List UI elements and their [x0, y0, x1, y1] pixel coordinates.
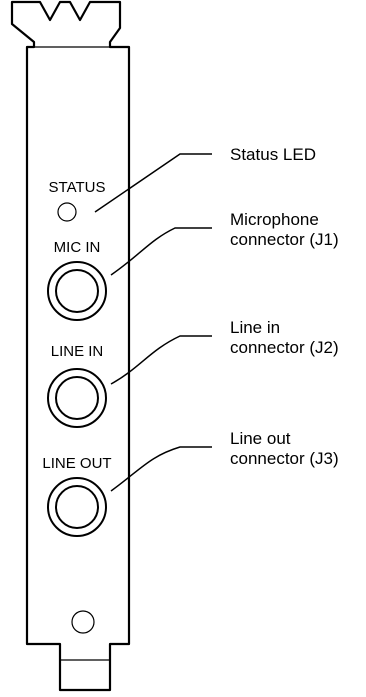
line-in-callout: Line in connector (J2)	[230, 318, 339, 357]
line-in-callout-line-2: connector (J2)	[230, 338, 339, 357]
microphone-callout: Microphone connector (J1)	[230, 210, 339, 249]
status-led-leader	[94, 153, 212, 213]
line-out-callout-line-1: Line out	[230, 429, 291, 448]
status-led	[57, 202, 77, 222]
mounting-hole	[71, 610, 95, 634]
line-out-callout: Line out connector (J3)	[230, 429, 339, 468]
line-out-label: LINE OUT	[42, 455, 111, 472]
line-in-leader	[110, 335, 212, 385]
status-led-callout-line: Status LED	[230, 145, 316, 164]
line-out-jack	[47, 477, 107, 537]
mic-in-label: MIC IN	[54, 239, 101, 256]
line-in-callout-line-1: Line in	[230, 318, 280, 337]
bracket-outline	[10, 0, 131, 692]
microphone-leader	[110, 227, 212, 276]
line-in-jack	[47, 368, 107, 428]
microphone-callout-line-2: connector (J1)	[230, 230, 339, 249]
line-out-leader	[110, 446, 212, 492]
status-label: STATUS	[49, 179, 106, 196]
status-led-callout: Status LED	[230, 145, 316, 164]
line-in-label: LINE IN	[51, 343, 104, 360]
line-out-callout-line-2: connector (J3)	[230, 449, 339, 468]
microphone-jack	[47, 261, 107, 321]
microphone-callout-line-1: Microphone	[230, 210, 319, 229]
